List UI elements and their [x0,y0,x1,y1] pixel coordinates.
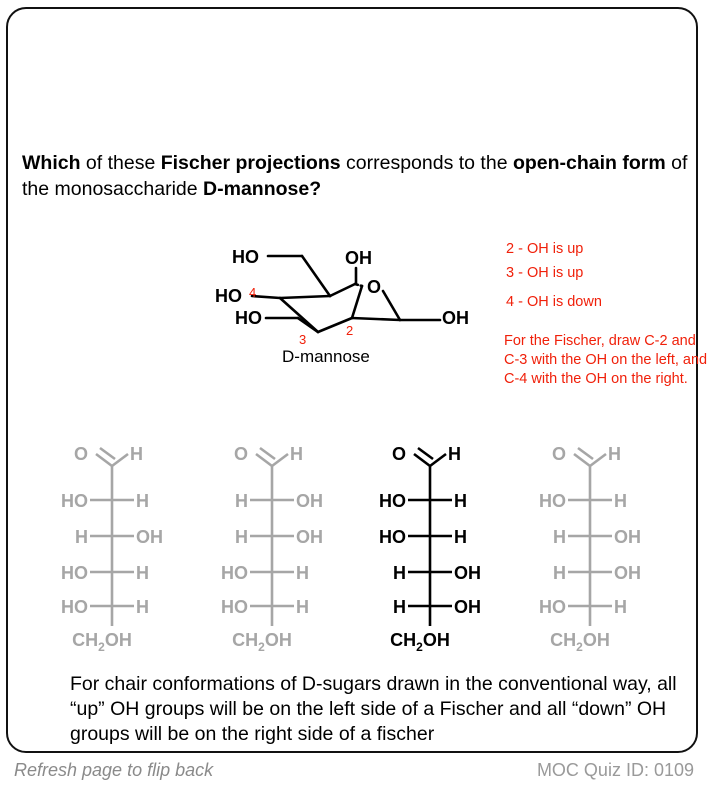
aldehyde-double-bond-2 [99,446,116,461]
note-c4: 4 - OH is down [506,294,602,310]
atom-ho-c4: HO [215,286,242,306]
atom-ho-top: HO [232,247,259,267]
fischer-left-group: HO [539,491,566,511]
aldehyde-double-bond [573,452,591,468]
fischer-right-group: OH [454,563,481,583]
fischer-right-group: OH [454,597,481,617]
atom-oh-c1: OH [442,308,469,328]
fischer-right-group: H [136,597,149,617]
ring-oxygen: O [367,277,381,297]
fischer-right-group: H [454,527,467,547]
quiz-card[interactable] [6,7,698,753]
explanation-text: For chair conformations of D-sugars draw… [70,673,677,745]
carbon-number-4: 4 [249,285,256,300]
aldehyde-hydrogen: H [608,444,621,464]
aldehyde-hydrogen: H [290,444,303,464]
fischer-ch2oh: CH2OH [232,630,292,654]
fischer-left-group: H [553,563,566,583]
fischer-left-group: HO [61,491,88,511]
fischer-left-group: HO [379,491,406,511]
fischer-left-group: HO [61,597,88,617]
fischer-left-group: HO [539,597,566,617]
aldehyde-hydrogen: H [130,444,143,464]
aldehyde-ch-bond [111,452,129,468]
quiz-id: MOC Quiz ID: 0109 [536,760,694,780]
fischer-left-group: H [235,491,248,511]
aldehyde-oxygen: O [392,444,406,464]
mannose-chair-structure [250,254,442,334]
fischer-left-group: HO [379,527,406,547]
note-c2: 2 - OH is up [506,241,584,257]
fischer-right-group: H [296,597,309,617]
fischer-right-group: H [454,491,467,511]
fischer-right-group: OH [136,527,163,547]
atom-ho-c3: HO [235,308,262,328]
aldehyde-double-bond [255,452,273,468]
aldehyde-oxygen: O [234,444,248,464]
fischer-left-group: HO [221,563,248,583]
fischer-right-group: OH [296,527,323,547]
fischer-left-group: H [393,597,406,617]
question-text: Which of these Fischer projections corre… [22,152,688,200]
refresh-hint[interactable]: Refresh page to flip back [14,760,214,780]
aldehyde-double-bond-2 [417,446,434,461]
fischer-left-group: H [75,527,88,547]
atom-oh-top: OH [345,248,372,268]
fischer-ch2oh: CH2OH [390,630,450,654]
aldehyde-oxygen: O [552,444,566,464]
fischer-left-group: HO [221,597,248,617]
fischer-left-group: H [235,527,248,547]
fischer-right-group: H [614,597,627,617]
fischer-right-group: OH [614,563,641,583]
fischer-right-group: H [136,491,149,511]
aldehyde-ch-bond [271,452,289,468]
fischer-right-group: OH [614,527,641,547]
fischer-left-group: H [553,527,566,547]
fischer-right-group: H [296,563,309,583]
aldehyde-double-bond-2 [577,446,594,461]
fischer-left-group: HO [61,563,88,583]
fischer-ch2oh: CH2OH [72,630,132,654]
fischer-right-group: H [136,563,149,583]
aldehyde-ch-bond [589,452,607,468]
aldehyde-double-bond-2 [259,446,276,461]
note-fischer-instruction: For the Fischer, draw C-2 and C-3 with t… [504,333,708,387]
aldehyde-oxygen: O [74,444,88,464]
carbon-number-2: 2 [346,323,353,338]
fischer-left-group: H [393,563,406,583]
aldehyde-ch-bond [429,452,447,468]
aldehyde-hydrogen: H [448,444,461,464]
fischer-right-group: OH [296,491,323,511]
note-c3: 3 - OH is up [506,265,584,281]
aldehyde-double-bond [95,452,113,468]
mannose-caption: D-mannose [282,347,370,366]
carbon-number-3: 3 [299,332,306,347]
fischer-right-group: H [614,491,627,511]
fischer-ch2oh: CH2OH [550,630,610,654]
aldehyde-double-bond [413,452,431,468]
